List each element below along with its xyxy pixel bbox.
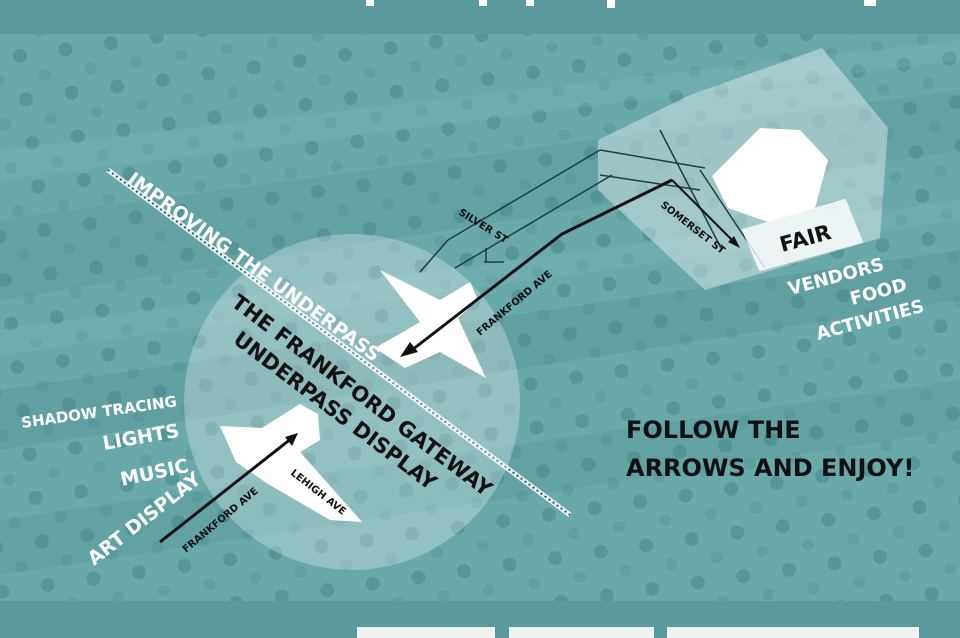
upper-underpass-shape xyxy=(375,270,486,378)
fair-area xyxy=(598,48,888,290)
callout-line2: ARROWS AND ENJOY! xyxy=(626,454,914,482)
map-canvas: IMPROVING THE UNDERPASS THE FRANKFORD GA… xyxy=(0,34,960,601)
fair-building xyxy=(712,128,828,222)
footer-card-2 xyxy=(509,627,654,638)
route-arrow-lower xyxy=(159,433,298,544)
aerial-texture xyxy=(0,34,960,601)
aerial-map: IMPROVING THE UNDERPASS THE FRANKFORD GA… xyxy=(0,34,960,601)
footer-card-1 xyxy=(357,627,495,638)
header-band xyxy=(0,0,960,34)
footer-card-3 xyxy=(667,627,919,638)
lower-underpass-shape xyxy=(220,404,362,522)
frankford-ave-outline xyxy=(419,149,613,273)
route-arrow-upper xyxy=(400,178,740,357)
cut-off-title-glyphs xyxy=(366,0,876,8)
callout-line1: FOLLOW THE xyxy=(626,416,801,444)
rail-line xyxy=(106,167,572,518)
fair-label-plot xyxy=(741,198,864,272)
